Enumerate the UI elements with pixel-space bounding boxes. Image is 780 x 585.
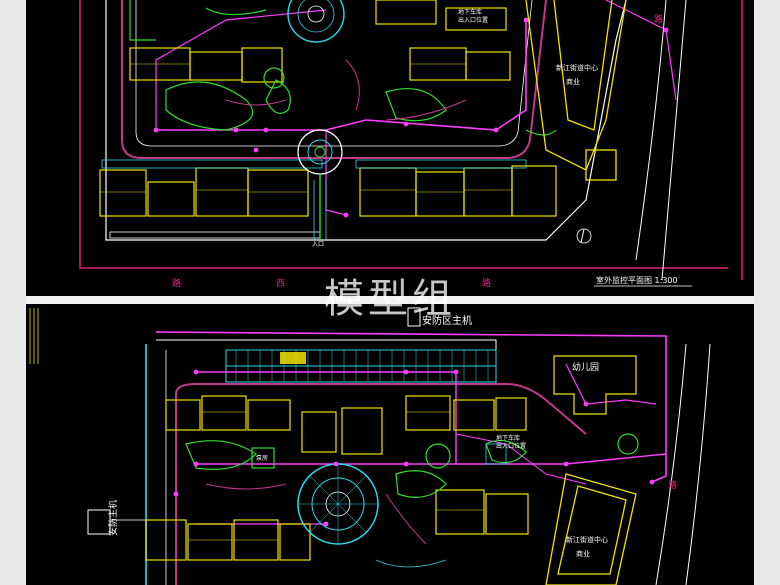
security-host-label: 安防区主机 — [422, 314, 472, 327]
camera-markers — [173, 369, 655, 527]
garage-entrance-label: 地下车库 — [458, 8, 482, 16]
top-site-plan-panel: 新江街道中心 商业 路 地下车库 出入口位置 入口 路 西 路 室外监控平面图 … — [26, 0, 754, 296]
plan-scale-caption: 室外监控平面图 1:300 — [596, 275, 678, 285]
road-inner-ring — [121, 0, 547, 159]
pump-room-label: 泵房 — [256, 454, 268, 462]
commercial-center-sub: 商业 — [576, 549, 590, 558]
central-plaza — [287, 0, 345, 240]
left-host-box — [87, 509, 111, 535]
commercial-center-label: 新江街道中心 — [556, 63, 598, 72]
wiring-diagonal — [455, 433, 587, 485]
commercial-center-label: 新江街道中心 — [566, 535, 608, 544]
residential-blocks-upper — [129, 0, 511, 83]
wiring-branch — [155, 9, 327, 130]
road-label-mid: 西 — [276, 278, 285, 289]
site-boundary — [79, 0, 728, 269]
north-arrow-icon — [576, 228, 592, 244]
garage-entrance-sub: 出入口位置 — [458, 16, 488, 24]
parking-strip-top — [225, 349, 497, 383]
left-host-label: 安防主机 — [107, 500, 119, 536]
panel-divider — [26, 296, 754, 304]
bottom-site-plan-panel: 安防区主机 — [26, 304, 754, 585]
landscape-green — [185, 433, 639, 498]
central-plaza — [297, 463, 379, 545]
wiring-main — [196, 371, 667, 465]
parking-stalls — [235, 350, 489, 382]
right-road-label: 路 — [654, 13, 663, 25]
residential-detail-lines — [188, 411, 484, 541]
security-host-box — [407, 307, 421, 327]
site-boundary-outer — [155, 331, 667, 483]
road-inner-line — [135, 0, 533, 147]
landscape-paths — [205, 483, 427, 545]
landscape-paths — [225, 59, 467, 121]
top-site-plan-drawing: 新江街道中心 商业 路 地下车库 出入口位置 入口 路 西 路 室外监控平面图 … — [79, 0, 743, 289]
commercial-block — [525, 0, 627, 181]
wiring-branch-3 — [605, 0, 677, 101]
right-road-line — [635, 0, 667, 261]
garage-entrance-sub: 出入口位置 — [496, 442, 526, 450]
camera-markers — [153, 17, 669, 218]
gate-label: 入口 — [312, 241, 324, 248]
right-road-label: 路 — [668, 479, 677, 491]
garage-entrance-label: 地下车库 — [496, 434, 520, 442]
right-road-line — [655, 343, 687, 585]
road-outer-line — [105, 0, 627, 241]
commercial-center-sub: 商业 — [566, 77, 580, 86]
landscape-green — [129, 0, 557, 136]
residential-blocks-row3 — [145, 519, 311, 561]
residential-blocks-row1 — [165, 395, 527, 431]
road-label-right: 路 — [482, 277, 491, 289]
landscape-cyan — [375, 443, 507, 568]
road-label-left: 路 — [172, 277, 181, 289]
boundary-inner — [156, 339, 497, 384]
kindergarten-label: 幼儿园 — [572, 361, 599, 373]
wiring-main — [156, 20, 527, 131]
bottom-site-plan-drawing: 安防区主机 — [29, 307, 711, 585]
parking-highlight — [280, 352, 306, 364]
road-ring-top — [175, 383, 587, 435]
residential-detail-lines — [100, 63, 512, 193]
residential-blocks-lower — [99, 165, 557, 217]
right-road-line-2 — [685, 343, 711, 585]
residential-blocks-row2 — [301, 407, 529, 535]
commercial-block — [545, 473, 637, 585]
kindergarten-building — [553, 355, 637, 415]
right-road-line-2 — [661, 0, 687, 281]
scale-ruler — [29, 308, 39, 364]
